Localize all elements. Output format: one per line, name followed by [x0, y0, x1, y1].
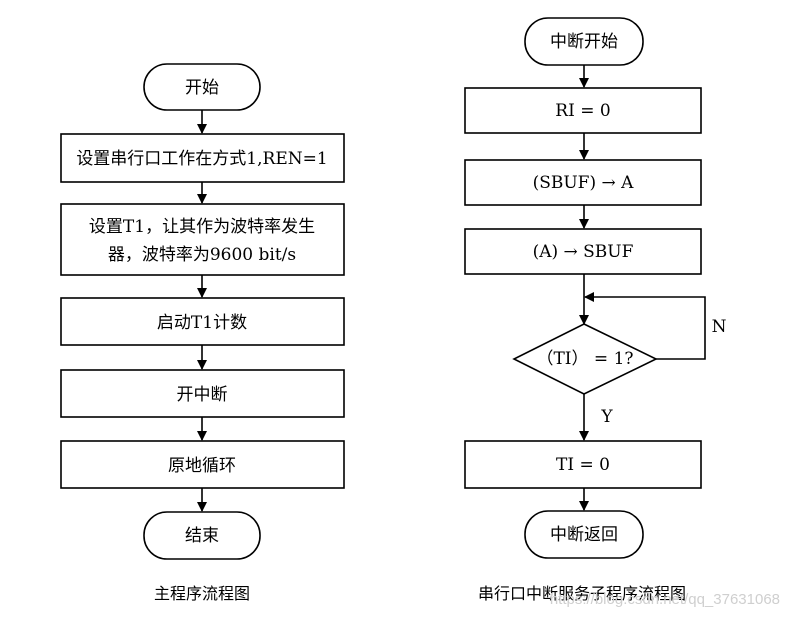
isr-decision-ti-label: （TI） = 1?	[536, 349, 633, 369]
isr-step-clear-ti	[464, 440, 702, 489]
isr-step-write-sbuf	[464, 228, 702, 275]
isr-yes-label: Y	[600, 407, 613, 427]
main-step-enable-interrupt	[60, 369, 345, 418]
main-flowchart: 开始 设置串行口工作在方式1,REN=1 设置T1，让其作为波特率发生 器，波特…	[60, 63, 345, 603]
isr-start-label: 中断开始	[550, 32, 618, 52]
main-step-serial-mode	[60, 133, 345, 183]
main-step-timer-setup-line2: 器，波特率为9600 bit/s	[108, 245, 296, 265]
watermark: https://blog.csdn.net/qq_37631068	[550, 591, 780, 608]
main-end-label: 结束	[185, 526, 219, 546]
main-start-label: 开始	[185, 78, 219, 98]
main-step-start-timer	[60, 297, 345, 346]
main-caption: 主程序流程图	[154, 584, 250, 603]
isr-end-label: 中断返回	[550, 525, 618, 545]
isr-step-clear-ri-label: RI = 0	[555, 101, 610, 121]
isr-end-terminal	[524, 510, 644, 559]
isr-step-clear-ti-label: TI = 0	[556, 455, 610, 475]
isr-step-write-sbuf-label: (A) → SBUF	[533, 242, 634, 262]
main-step-serial-mode-label: 设置串行口工作在方式1,REN=1	[76, 149, 327, 169]
isr-step-clear-ri	[464, 87, 702, 134]
isr-flowchart: 中断开始 RI = 0 (SBUF) → A (A) → SBUF （TI） =…	[464, 17, 727, 603]
main-end-terminal	[143, 511, 261, 560]
main-step-start-timer-label: 启动T1计数	[157, 313, 247, 333]
isr-caption: 串行口中断服务子程序流程图	[478, 584, 686, 603]
isr-step-read-sbuf-label: (SBUF) → A	[533, 173, 635, 193]
main-step-loop	[60, 440, 345, 489]
isr-no-loop	[584, 292, 706, 360]
main-step-loop-label: 原地循环	[168, 456, 236, 476]
isr-no-label: N	[712, 317, 727, 337]
isr-step-read-sbuf	[464, 159, 702, 206]
main-step-enable-interrupt-label: 开中断	[177, 385, 228, 405]
main-step-timer-setup-line1: 设置T1，让其作为波特率发生	[89, 217, 315, 237]
